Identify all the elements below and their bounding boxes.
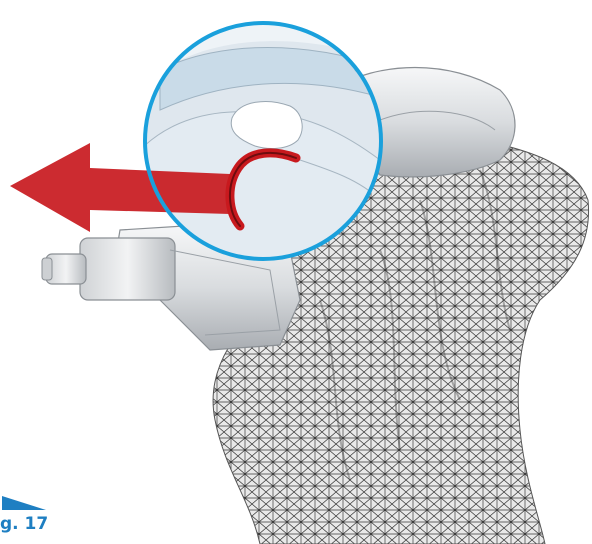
figure-tab-marker [2, 496, 46, 510]
figure-label: g. 17 [0, 514, 48, 534]
